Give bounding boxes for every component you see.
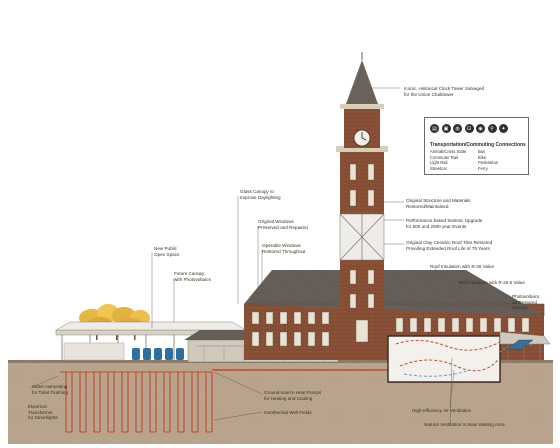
label-heat-pumps: Ground-source Heat Pumps for Heating and… <box>264 390 322 401</box>
label-future-canopy: Future Canopy with Photovoltaics <box>174 271 211 282</box>
label-clock-tower: Iconic, Historical Clock Tower Salvaged … <box>404 86 485 97</box>
label-clay-roof-tiles: Original Clay Ceramic Roof Tiles Restore… <box>406 240 493 251</box>
label-operable-windows: Operable Windows Restored Throughout <box>262 243 306 254</box>
platform-canopy <box>55 321 247 361</box>
label-electrical-transformer: Electrical Transformer for Streetlights <box>28 404 58 421</box>
label-glass-canopy: Glass Canopy to Improve Daylighting <box>240 189 281 200</box>
label-seismic-upgrade: Performance based Seismic Upgrade for 50… <box>406 218 483 229</box>
legend-icon-row: ▤ ▣ ◍ ⊡ ◉ ⚲ ✦ <box>430 124 508 133</box>
legend-item: Bike <box>478 154 487 160</box>
clock-tower <box>336 52 388 350</box>
label-original-structure: Original Structure and Materials Restore… <box>406 198 471 209</box>
bike-icon: ⚲ <box>487 124 497 133</box>
legend-item: Amtrak/Cross State <box>430 149 467 154</box>
label-geothermal: Geothermal Well Fields <box>264 410 312 415</box>
label-wall-insulation: Wall Insulation with R-25.6 Value <box>458 280 525 285</box>
light-rail-icon: ◍ <box>453 124 462 133</box>
legend-item: Streetcar <box>430 165 447 171</box>
transportation-legend: ▤ ▣ ◍ ⊡ ◉ ⚲ ✦ Transportation/Commuting C… <box>424 117 529 175</box>
label-photovoltaics-canopy: Photovoltaics on Restored Canopy <box>512 294 540 311</box>
car-icon: ◉ <box>476 124 485 133</box>
label-open-space: New Public Open Space <box>154 246 180 257</box>
geothermal-well-field <box>60 371 213 433</box>
right-canopy <box>499 331 551 360</box>
pedestrian-icon: ✦ <box>499 124 508 133</box>
legend-item: Ferry <box>478 165 488 171</box>
legend-item: Bus <box>478 149 486 154</box>
bus-icon: ▣ <box>441 124 451 133</box>
label-windows-preserved: Original Windows Preserved and Repaired <box>258 219 308 230</box>
legend-items: Amtrak/Cross State Bus Commuter Rail Bik… <box>430 149 526 171</box>
legend-item: Pedestrian <box>478 160 499 166</box>
streetcar-icon: ⊡ <box>464 124 474 133</box>
legend-item: Light Rail <box>430 160 448 166</box>
photovoltaic-panels <box>506 339 534 350</box>
label-natural-ventilation: Natural Ventilation in Main Waiting Area <box>424 422 505 427</box>
train-icon: ▤ <box>430 124 439 133</box>
waiting-room-cutaway <box>387 335 535 383</box>
legend-title: Transportation/Commuting Connections <box>430 142 526 148</box>
legend-item: Commuter Rail <box>430 154 458 160</box>
leader-lines <box>29 87 517 425</box>
label-water-harvesting: Water Harvesting for Toilet Flushing <box>32 384 68 395</box>
label-roof-insulation: Roof Insulation with R-30 Value <box>430 264 495 269</box>
label-high-efficiency: High-efficiency Air Ventilation <box>412 408 472 413</box>
